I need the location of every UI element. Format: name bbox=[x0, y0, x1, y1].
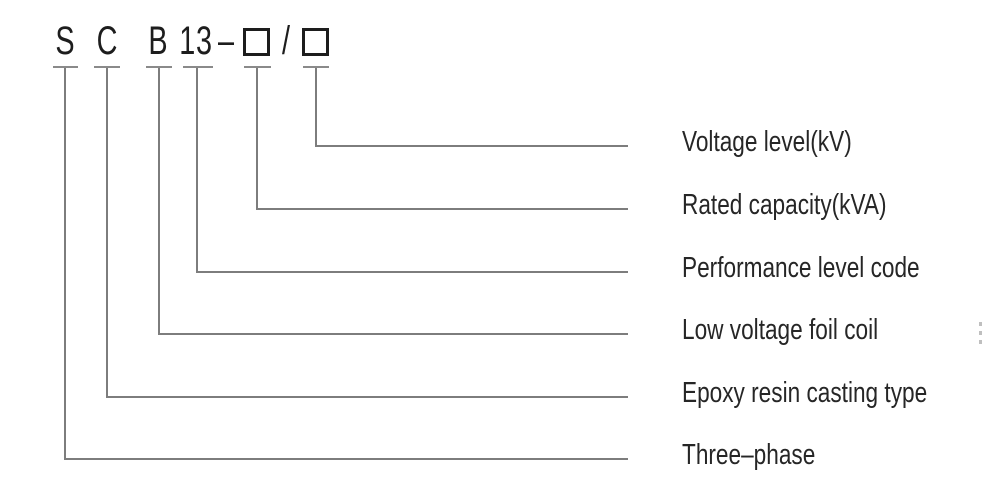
tick-under-c bbox=[94, 66, 120, 68]
label-low-voltage-foil-coil: Low voltage foil coil bbox=[682, 314, 879, 346]
connector-line-low-voltage-foil bbox=[158, 68, 628, 335]
code-letter-b: B bbox=[148, 19, 168, 63]
code-dash: – bbox=[217, 19, 235, 63]
ellipsis-dot bbox=[979, 331, 982, 335]
code-number-13: 13 bbox=[179, 19, 213, 63]
connector-line-three-phase bbox=[64, 68, 628, 460]
tick-under-b bbox=[146, 66, 172, 68]
tick-under-box-voltage bbox=[303, 66, 329, 68]
code-letter-c: C bbox=[96, 19, 118, 63]
label-performance-level-code: Performance level code bbox=[682, 252, 920, 284]
code-letter-s: S bbox=[55, 19, 75, 63]
tick-under-s bbox=[53, 66, 78, 68]
label-voltage-level: Voltage level(kV) bbox=[682, 126, 852, 158]
placeholder-box-capacity bbox=[243, 28, 270, 56]
ellipsis-dot bbox=[979, 322, 982, 326]
label-epoxy-resin-casting: Epoxy resin casting type bbox=[682, 377, 928, 409]
connector-line-performance-level bbox=[196, 68, 628, 273]
placeholder-box-voltage bbox=[302, 28, 329, 56]
connector-line-rated-capacity bbox=[256, 68, 628, 210]
connector-line-voltage-level bbox=[315, 68, 628, 147]
label-rated-capacity: Rated capacity(kVA) bbox=[682, 189, 887, 221]
ellipsis-dot bbox=[979, 340, 982, 344]
label-three-phase: Three–phase bbox=[682, 439, 816, 471]
code-slash: / bbox=[281, 19, 291, 63]
vertical-ellipsis-mark bbox=[979, 322, 983, 346]
tick-under-13 bbox=[183, 66, 213, 68]
tick-under-box-capacity bbox=[244, 66, 271, 68]
connector-line-epoxy-resin bbox=[106, 68, 628, 398]
